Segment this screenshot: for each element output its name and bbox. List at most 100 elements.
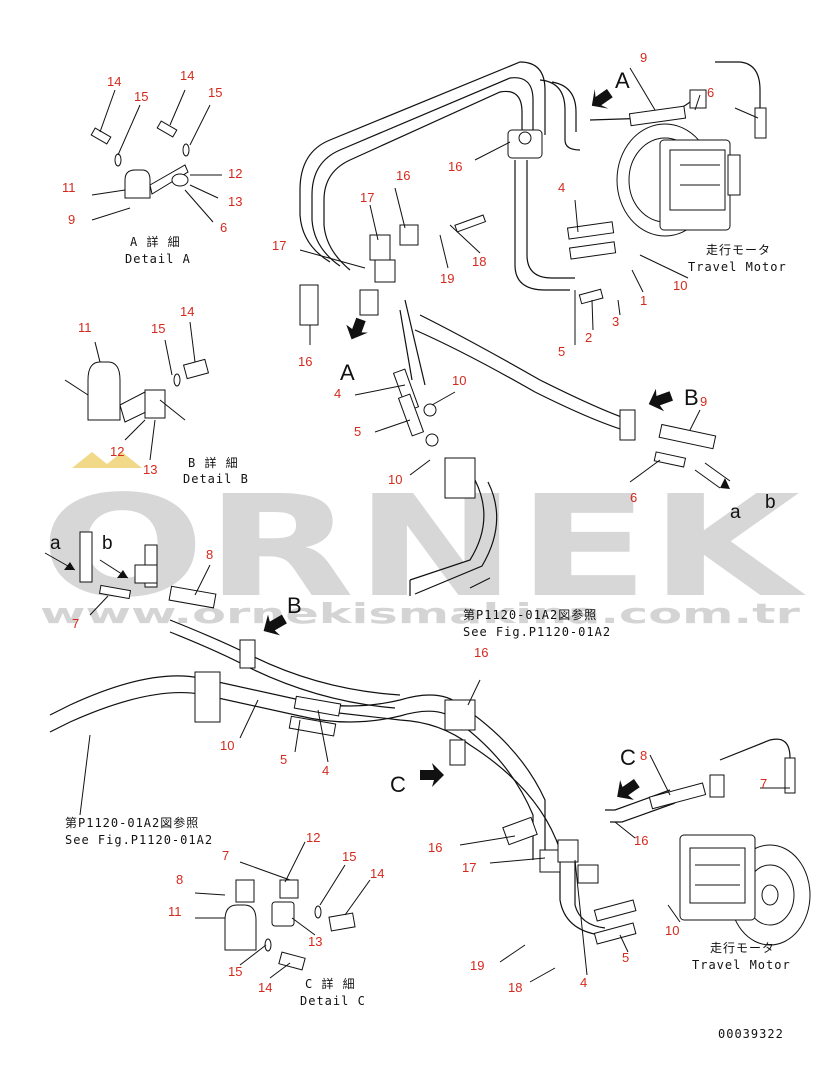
callout: 17	[462, 860, 476, 875]
callout: 12	[110, 444, 124, 459]
callout: 14	[180, 304, 194, 319]
callout: 5	[558, 344, 565, 359]
detail-c-title-en: Detail C	[300, 994, 366, 1008]
callout: 16	[448, 159, 462, 174]
travel-motor-lower-jp: 走行モータ	[710, 941, 775, 955]
callout: 4	[322, 763, 329, 778]
callout: 13	[143, 462, 157, 477]
callout: 4	[580, 975, 587, 990]
caption-labels: A 詳 細 Detail A B 詳 細 Detail B C 詳 細 Deta…	[65, 234, 791, 1041]
callout: 10	[665, 923, 679, 938]
callout: 14	[370, 866, 384, 881]
detail-a	[90, 120, 222, 223]
callout: 5	[354, 424, 361, 439]
callout: 16	[298, 354, 312, 369]
detail-b	[64, 358, 210, 423]
callout: 19	[470, 958, 484, 973]
callout: 14	[258, 980, 272, 995]
callout: 17	[272, 238, 286, 253]
view-letter: a	[730, 502, 741, 523]
callout: 16	[396, 168, 410, 183]
callout: 7	[760, 776, 767, 791]
travel-motor-upper	[616, 89, 741, 237]
callout: 5	[280, 752, 287, 767]
callout: 12	[228, 166, 242, 181]
callout: 11	[62, 180, 76, 195]
view-letters: A A B B C C a b a b	[50, 68, 776, 797]
view-letter: C	[390, 772, 406, 797]
detail-a-title-en: Detail A	[125, 252, 191, 266]
callout: 9	[700, 394, 707, 409]
clamps	[239, 129, 636, 669]
callout: 16	[474, 645, 488, 660]
callout: 4	[334, 386, 341, 401]
travel-motor-lower-en: Travel Motor	[692, 958, 791, 972]
watermark: ORNEK www.ornekismakina.com.tr	[40, 452, 806, 630]
drawing-number: 00039322	[718, 1027, 784, 1041]
callout: 12	[306, 830, 320, 845]
callout: 18	[508, 980, 522, 995]
callout: 15	[134, 89, 148, 104]
callout: 9	[68, 212, 75, 227]
callout: 19	[440, 271, 454, 286]
callout: 10	[388, 472, 402, 487]
callout: 2	[585, 330, 592, 345]
see-fig-upper-en: See Fig.P1120-01A2	[463, 625, 611, 639]
callout: 8	[206, 547, 213, 562]
callout: 15	[208, 85, 222, 100]
callout: 10	[673, 278, 687, 293]
see-fig-lower-en: See Fig.P1120-01A2	[65, 833, 213, 847]
callout: 7	[72, 616, 79, 631]
callout: 16	[634, 833, 648, 848]
view-letter: C	[620, 745, 636, 770]
callout: 5	[622, 950, 629, 965]
travel-motor-upper-jp: 走行モータ	[706, 243, 771, 257]
view-letter: a	[50, 533, 61, 554]
callout: 15	[151, 321, 165, 336]
detail-b-title-en: Detail B	[183, 472, 249, 486]
travel-motor-lower	[679, 834, 811, 946]
callout: 8	[640, 748, 647, 763]
detail-c-title-jp: C 詳 細	[305, 976, 356, 991]
callout: 3	[612, 314, 619, 329]
callout: 4	[558, 180, 565, 195]
callout: 6	[707, 85, 714, 100]
callout: 18	[472, 254, 486, 269]
view-letter: A	[615, 68, 630, 93]
callout: 9	[640, 50, 647, 65]
callout: 17	[360, 190, 374, 205]
view-letter: B	[287, 593, 302, 618]
view-letter: B	[684, 385, 699, 410]
hoses-and-fittings	[79, 105, 796, 945]
callout: 16	[428, 840, 442, 855]
callout: 15	[342, 849, 356, 864]
detail-a-title-jp: A 詳 細	[130, 234, 181, 249]
detail-c	[194, 879, 356, 971]
callout: 6	[220, 220, 227, 235]
callout: 11	[78, 320, 92, 335]
travel-motor-upper-en: Travel Motor	[688, 260, 787, 274]
view-letter: A	[340, 360, 355, 385]
callout: 15	[228, 964, 242, 979]
callout: 13	[228, 194, 242, 209]
see-fig-lower-jp: 第P1120-01A2図参照	[65, 815, 199, 830]
view-letter: b	[765, 492, 776, 513]
view-arrows	[44, 89, 731, 800]
callout: 7	[222, 848, 229, 863]
callout: 1	[640, 293, 647, 308]
callout: 10	[452, 373, 466, 388]
leader-lines	[79, 67, 790, 983]
view-letter: b	[102, 533, 113, 554]
callout: 10	[220, 738, 234, 753]
watermark-brand: ORNEK	[40, 466, 806, 629]
see-fig-upper-jp: 第P1120-01A2図参照	[463, 607, 597, 622]
callout: 8	[176, 872, 183, 887]
callout: 13	[308, 934, 322, 949]
callout-numbers: 14 15 14 15 12 13 11 9 6 9 6 16 16 17 4 …	[62, 50, 767, 995]
callout: 14	[180, 68, 194, 83]
watermark-site: www.ornekismakina.com.tr	[40, 597, 800, 630]
callout: 11	[168, 904, 182, 919]
callout: 6	[630, 490, 637, 505]
